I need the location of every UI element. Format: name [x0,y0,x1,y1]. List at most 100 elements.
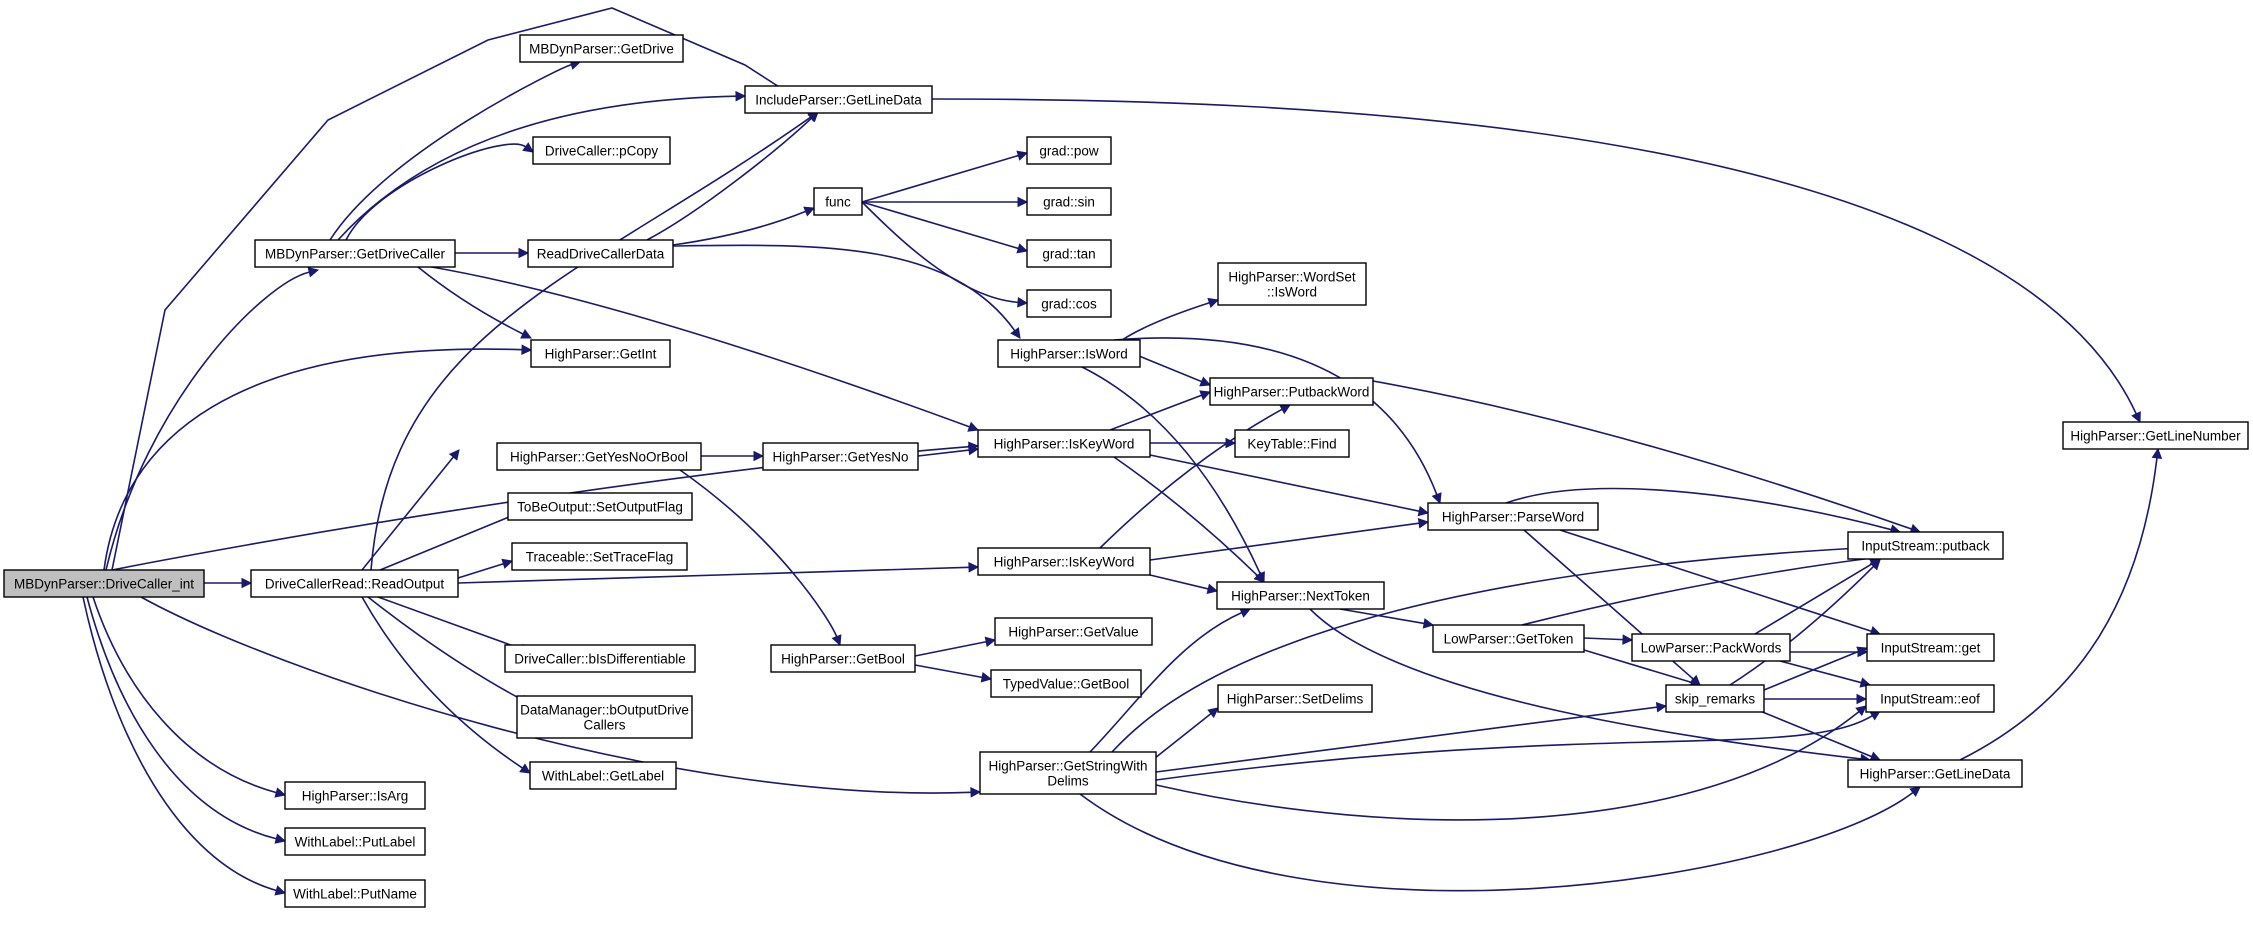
edge-line [1505,487,1892,531]
node-box [284,827,426,856]
node-root[interactable]: MBDynParser::DriveCaller_int [3,569,205,598]
node-getLineNumber[interactable]: HighParser::GetLineNumber [2062,421,2249,450]
edge-line [111,7,811,571]
node-isEof[interactable]: InputStream::eof [1865,684,1995,713]
node-pCopy[interactable]: DriveCaller::pCopy [532,136,671,165]
arrowhead-icon [2131,411,2141,424]
call-edge [646,111,819,241]
edge-line [1149,574,1209,590]
node-label: Callers [583,718,625,733]
node-gradSin[interactable]: grad::sin [1026,187,1112,216]
node-box [997,339,1141,368]
edge-line [1099,408,1283,549]
node-setTraceFlag[interactable]: Traceable::SetTraceFlag [511,542,688,571]
node-gradTan[interactable]: grad::tan [1026,239,1112,268]
node-isPutback[interactable]: InputStream::putback [1847,531,2004,560]
edge-line [140,596,972,794]
arrowhead-icon [1417,518,1430,529]
arrowhead-icon [1856,693,1868,705]
node-box [519,34,684,63]
node-box [1217,684,1373,713]
node-nextToken[interactable]: HighParser::NextToken [1216,581,1385,610]
edge-line [1959,457,2158,761]
node-box [1665,684,1765,713]
node-packWords[interactable]: LowParser::PackWords [1631,633,1791,662]
node-box [1847,759,2023,788]
node-wordSet[interactable]: HighParser::WordSet::IsWord [1217,262,1367,306]
call-edge [914,664,993,683]
edge-line [914,664,983,679]
arrowhead-icon [1206,583,1219,594]
node-isWord[interactable]: HighParser::IsWord [997,339,1141,368]
node-setDelims[interactable]: HighParser::SetDelims [1217,684,1373,713]
node-getLineData[interactable]: IncludeParser::GetLineData [744,85,933,114]
node-putbackWord[interactable]: HighParser::PutbackWord [1209,377,1374,406]
node-tvGetBool[interactable]: TypedValue::GetBool [990,669,1142,698]
node-isKeyWord2[interactable]: HighParser::IsKeyWord [977,547,1151,576]
node-isGet[interactable]: InputStream::get [1866,633,1995,662]
node-label: HighParser::IsArg [302,789,409,804]
node-getBool[interactable]: HighParser::GetBool [770,644,916,673]
edge-line [679,469,838,637]
node-getDriveCaller[interactable]: MBDynParser::GetDriveCaller [254,239,456,268]
node-setOutputFlag[interactable]: ToBeOutput::SetOutputFlag [507,492,693,521]
node-box [511,542,688,571]
node-box [504,644,696,673]
node-readDCD[interactable]: ReadDriveCallerData [527,239,674,268]
call-edge [914,636,997,657]
edge-line [86,596,277,840]
node-getYesNo[interactable]: HighParser::GetYesNo [762,442,919,471]
call-edge [1309,608,1872,765]
node-getValue[interactable]: HighParser::GetValue [994,617,1153,646]
node-keyFind[interactable]: KeyTable::Find [1234,429,1350,458]
call-edge [1149,707,1219,763]
call-edge [361,449,460,571]
call-edge [1149,454,1430,517]
node-label: grad::tan [1042,247,1095,262]
arrowhead-icon [1017,296,1029,308]
node-label: HighParser::PutbackWord [1214,385,1370,400]
node-gradPow[interactable]: grad::pow [1026,136,1112,165]
node-skipRemarks[interactable]: skip_remarks [1665,684,1765,713]
arrowhead-icon [753,450,765,462]
node-box [1209,377,1374,406]
node-getInt[interactable]: HighParser::GetInt [530,339,671,368]
node-box [770,644,916,673]
arrowhead-icon [521,344,533,355]
edge-line [103,348,523,571]
edge-line [1155,706,1658,773]
node-label: TypedValue::GetBool [1003,677,1130,692]
node-getLabel[interactable]: WithLabel::GetLabel [529,761,677,790]
call-edge [672,206,816,246]
node-box [3,569,205,598]
node-label: skip_remarks [1675,692,1756,707]
node-getYNB[interactable]: HighParser::GetYesNoOrBool [496,442,702,471]
call-edge [1149,518,1430,561]
node-hpGetLineData[interactable]: HighParser::GetLineData [1847,759,2023,788]
node-func[interactable]: func [813,187,863,216]
edge-line [1111,547,1852,753]
node-gradCos[interactable]: grad::cos [1026,289,1112,318]
edge-line [1079,791,1914,892]
node-putLabel[interactable]: WithLabel::PutLabel [284,827,426,856]
node-isKeyWord1[interactable]: HighParser::IsKeyWord [977,429,1151,458]
node-parseWord[interactable]: HighParser::ParseWord [1427,502,1599,531]
node-label: grad::sin [1043,195,1095,210]
node-putName[interactable]: WithLabel::PutName [284,879,426,908]
node-getToken[interactable]: LowParser::GetToken [1432,624,1585,653]
node-getDrive[interactable]: MBDynParser::GetDrive [519,34,684,63]
call-edge [1155,701,1668,773]
node-isArg[interactable]: HighParser::IsArg [284,781,426,810]
node-box [1217,262,1367,306]
node-label: InputStream::get [1881,641,1981,656]
node-box [994,617,1153,646]
edge-line [1113,456,1259,577]
arrowhead-icon [274,885,287,896]
node-readOutput[interactable]: DriveCallerRead::ReadOutput [250,569,459,598]
call-edge [1764,693,1868,705]
call-edge [111,7,819,571]
node-box [529,761,677,790]
node-bIsDiff[interactable]: DriveCaller::bIsDifferentiable [504,644,696,673]
